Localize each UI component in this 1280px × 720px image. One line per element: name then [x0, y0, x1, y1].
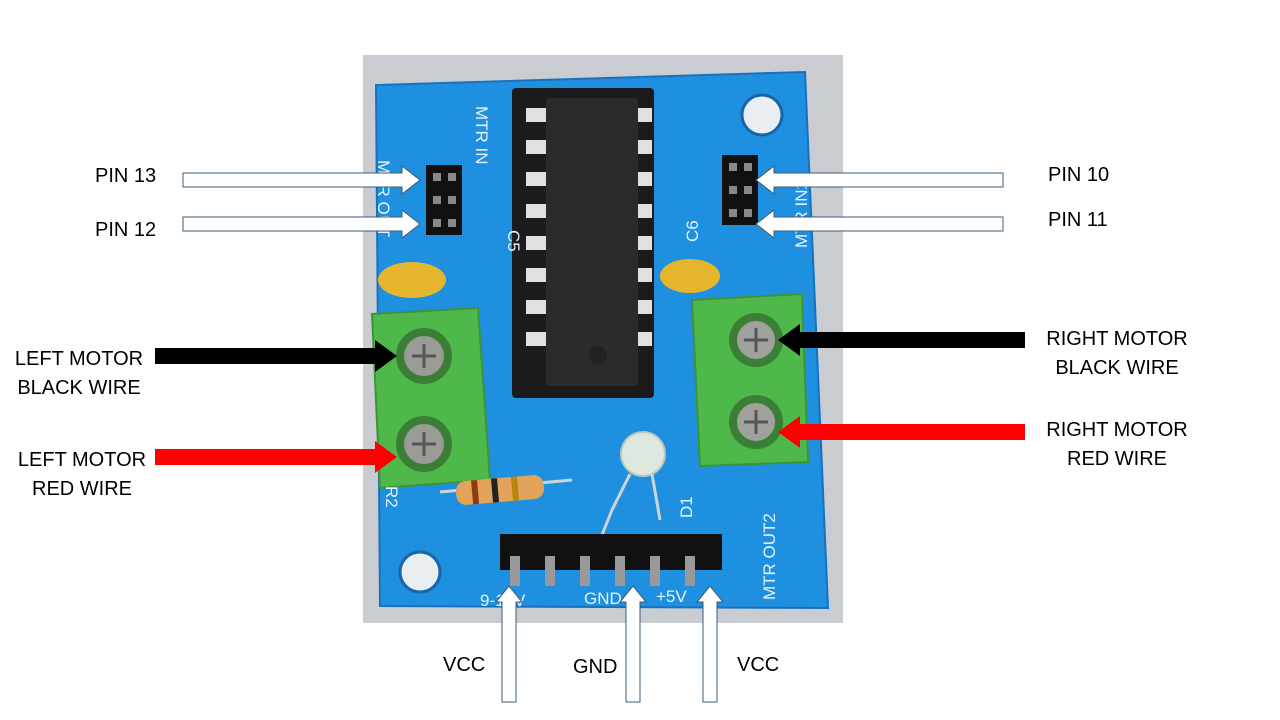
label-pin10: PIN 10 [1048, 161, 1109, 190]
header-mtr-in [426, 165, 462, 235]
label-vcc-right: VCC [737, 651, 779, 680]
arrow-left-motor-black [155, 340, 397, 372]
silk-c5: C5 [504, 230, 523, 252]
label-vcc-left: VCC [443, 651, 485, 680]
label-left-motor-red-line1: LEFT MOTOR [14, 446, 150, 475]
label-right-motor-red: RIGHT MOTOR RED WIRE [1044, 416, 1190, 474]
label-pin13: PIN 13 [95, 162, 156, 191]
led-d1 [621, 432, 665, 476]
ic-notch [589, 346, 607, 364]
label-pin12: PIN 12 [95, 216, 156, 245]
mounting-hole-top [742, 95, 782, 135]
label-right-motor-black-line1: RIGHT MOTOR [1044, 325, 1190, 354]
label-left-motor-red: LEFT MOTOR RED WIRE [14, 446, 150, 504]
label-left-motor-red-line2: RED WIRE [14, 475, 150, 504]
label-left-motor-black: LEFT MOTOR BLACK WIRE [14, 345, 144, 403]
arrow-left-motor-red [155, 441, 397, 473]
label-right-motor-black: RIGHT MOTOR BLACK WIRE [1044, 325, 1190, 383]
capacitor-c5 [378, 262, 446, 298]
silk-d1: D1 [677, 496, 696, 518]
label-gnd: GND [573, 653, 617, 682]
label-right-motor-black-line2: BLACK WIRE [1044, 354, 1190, 383]
silk-c6: C6 [683, 220, 702, 242]
silk-mtr-in: MTR IN [472, 106, 491, 165]
label-pin11: PIN 11 [1048, 206, 1108, 235]
silk-r2: R2 [382, 486, 401, 508]
label-right-motor-red-line2: RED WIRE [1044, 445, 1190, 474]
silk-mtr-in2: MTR IN2 [792, 180, 811, 248]
header-mtr-in2 [722, 155, 758, 225]
label-left-motor-black-line1: LEFT MOTOR [14, 345, 144, 374]
label-right-motor-red-line1: RIGHT MOTOR [1044, 416, 1190, 445]
silk-gnd: GND [584, 589, 622, 608]
label-left-motor-black-line2: BLACK WIRE [14, 374, 144, 403]
silk-5v: +5V [656, 587, 687, 606]
capacitor-c6 [660, 259, 720, 293]
silk-mtr-out2: MTR OUT2 [760, 513, 779, 600]
ic-chip-body [546, 98, 638, 386]
mounting-hole-bottom [400, 552, 440, 592]
